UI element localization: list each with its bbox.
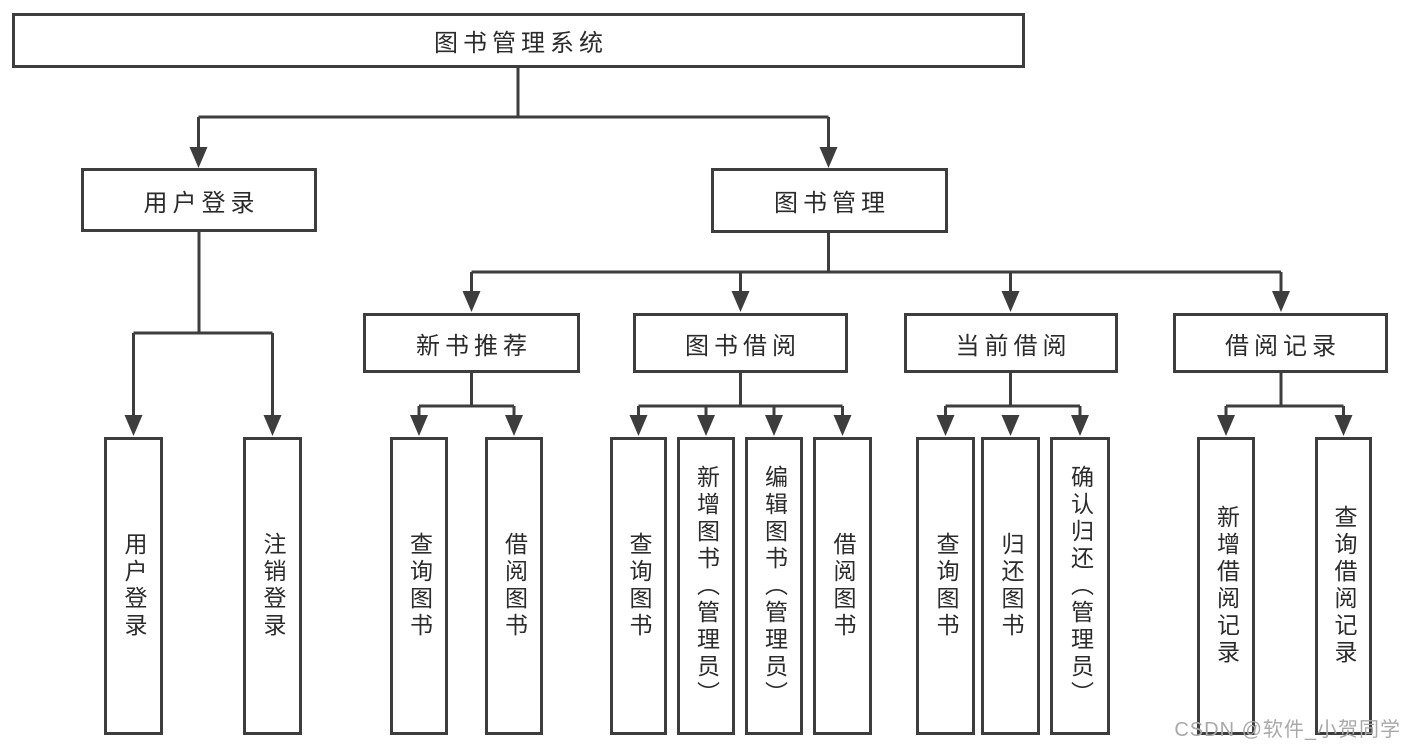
- edge-recommend-to-leaves: [417, 373, 516, 418]
- node-label: 借阅记录: [1225, 332, 1341, 360]
- arrowhead: [1001, 291, 1020, 312]
- arrowhead: [697, 415, 715, 436]
- node-leaf-logout: 注销登录: [243, 437, 302, 735]
- arrowhead: [1272, 291, 1290, 312]
- arrowhead: [833, 415, 852, 436]
- node-book-management: 图书管理: [711, 168, 948, 233]
- node-root-system: 图书管理系统: [12, 13, 1025, 68]
- node-label: 借阅图书: [830, 532, 856, 640]
- node-label: 归还图书: [998, 532, 1024, 640]
- arrowhead: [505, 415, 523, 436]
- node-label: 借阅图书: [501, 532, 528, 640]
- node-label: 新增图书（管理员）: [693, 464, 720, 708]
- arrowhead: [629, 415, 648, 436]
- edge-userlogin-to-leaves: [132, 232, 274, 418]
- node-leaf-return-books: 归还图书: [981, 437, 1040, 735]
- edge-borrow-to-leaves: [637, 373, 844, 418]
- edge-current-to-leaves: [944, 373, 1082, 418]
- csdn-watermark: CSDN @软件_小贺同学: [1174, 719, 1401, 741]
- node-label: 注销登录: [260, 532, 286, 640]
- node-leaf-confirm-return-admin: 确认归还（管理员）: [1050, 437, 1110, 735]
- node-leaf-query-books: 查询图书: [610, 437, 667, 735]
- arrowhead: [819, 147, 838, 168]
- node-label: 当前借阅: [955, 332, 1072, 360]
- node-user-login: 用户登录: [81, 168, 317, 232]
- node-label: 用户登录: [143, 189, 260, 217]
- node-leaf-borrow-books: 借阅图书: [813, 437, 872, 735]
- arrowhead: [1001, 415, 1020, 436]
- node-label: 新增借阅记录: [1213, 505, 1240, 667]
- edge-root-to-level2: [197, 68, 830, 150]
- node-label: 新书推荐: [416, 332, 532, 360]
- node-label: 查询借阅记录: [1331, 505, 1357, 667]
- arrowhead: [936, 415, 955, 436]
- node-leaf-query-books: 查询图书: [390, 437, 448, 735]
- arrowhead: [124, 415, 143, 436]
- node-leaf-edit-books-admin: 编辑图书（管理员）: [745, 437, 803, 735]
- node-label: 图书管理系统: [434, 30, 608, 57]
- node-label: 查询图书: [406, 532, 433, 640]
- arrowhead: [410, 415, 428, 436]
- node-borrow-record: 借阅记录: [1173, 313, 1388, 373]
- node-book-borrow: 图书借阅: [633, 313, 848, 373]
- arrowhead: [765, 415, 783, 436]
- node-label: 图书借阅: [685, 332, 801, 360]
- arrowhead: [1217, 415, 1235, 436]
- arrowhead: [731, 291, 750, 312]
- node-leaf-query-borrow-record: 查询借阅记录: [1315, 437, 1372, 735]
- node-label: 用户登录: [121, 532, 147, 640]
- edge-bookmgmt-to-level3: [470, 233, 1283, 294]
- node-label: 查询图书: [933, 532, 959, 640]
- node-label: 确认归还（管理员）: [1067, 464, 1094, 708]
- node-leaf-query-books: 查询图书: [916, 437, 975, 735]
- arrowhead: [189, 147, 208, 168]
- arrowhead: [1334, 415, 1353, 436]
- arrowhead: [1071, 415, 1089, 436]
- node-new-book-recommend: 新书推荐: [363, 313, 580, 373]
- node-leaf-add-books-admin: 新增图书（管理员）: [677, 437, 735, 735]
- arrowhead: [462, 291, 481, 312]
- node-leaf-add-borrow-record: 新增借阅记录: [1197, 437, 1255, 735]
- node-label: 图书管理: [774, 190, 890, 217]
- node-current-borrow: 当前借阅: [904, 313, 1118, 373]
- node-label: 编辑图书（管理员）: [761, 464, 788, 708]
- node-label: 查询图书: [626, 532, 652, 640]
- arrowhead: [263, 415, 282, 436]
- edge-record-to-leaves: [1224, 373, 1345, 418]
- node-leaf-user-login: 用户登录: [104, 437, 163, 735]
- node-leaf-borrow-books: 借阅图书: [485, 437, 543, 735]
